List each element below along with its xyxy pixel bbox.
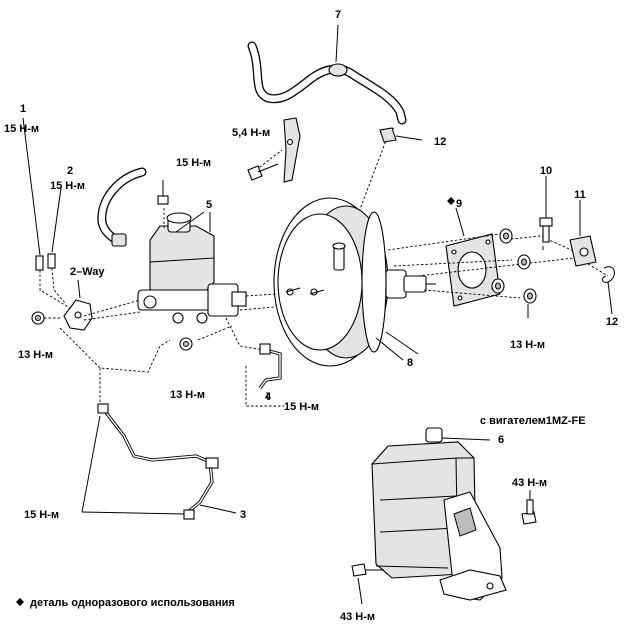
label-part-3: 3 [240, 509, 246, 521]
leader-lines [175, 211, 544, 401]
label-part-2: 2 [67, 165, 73, 177]
label-part-6-torque-top: 43 Н-м [512, 477, 547, 489]
label-part-9: 9 [456, 198, 462, 210]
brake-tube-4 [245, 343, 284, 407]
label-part-3-torque: 15 Н-м [24, 509, 59, 521]
gasket [445, 207, 501, 307]
nut-middle [179, 337, 193, 351]
brake-booster [273, 197, 436, 367]
master-cylinder [137, 212, 247, 324]
reservoir-hoses [97, 167, 169, 247]
clevis [569, 200, 597, 267]
label-bolt-torque: 5,4 Н-м [232, 127, 270, 139]
label-nut-right-torque: 13 Н-м [510, 339, 545, 351]
labels: 1 15 Н-м 2 15 Н-м 2–Way 13 Н-м 15 Н-м 5 … [4, 9, 618, 623]
label-part-6: 6 [498, 434, 504, 446]
alignment-lines-right [387, 233, 609, 299]
label-nut-middle-torque: 13 Н-м [170, 389, 205, 401]
label-part-4: 4 [265, 391, 272, 403]
one-time-use-diamond-icon [447, 197, 455, 205]
label-engine-note: с вигателем1MZ-FE [480, 415, 586, 427]
label-part-7: 7 [335, 9, 341, 21]
label-part-12-top: 12 [434, 136, 446, 148]
label-part-5: 5 [206, 199, 212, 211]
brake-lines-left [22, 117, 93, 331]
mounting-bracket [247, 117, 301, 183]
label-part-1: 1 [20, 103, 26, 115]
tank-bolts [351, 490, 537, 605]
vacuum-hose [247, 24, 407, 125]
legend-diamond-icon [16, 598, 24, 606]
label-nut-left-torque: 13 Н-м [18, 349, 53, 361]
label-part-1-torque: 15 Н-м [4, 123, 39, 135]
label-part-12-right: 12 [606, 316, 618, 328]
legend-text: деталь одноразового использования [30, 597, 235, 609]
label-master-cylinder-torque: 15 Н-м [176, 157, 211, 169]
clip-right [601, 266, 615, 315]
clip-top [379, 127, 423, 143]
legend: деталь одноразового использования [16, 197, 455, 609]
label-part-8: 8 [407, 357, 413, 369]
clevis-pin [539, 176, 553, 243]
label-part-10: 10 [540, 165, 552, 177]
label-part-6-torque-bottom: 43 Н-м [340, 611, 375, 623]
brake-tube-3 [81, 403, 237, 520]
alignment-lines-left [39, 208, 171, 408]
vacuum-tank [371, 427, 507, 601]
right-nuts [491, 228, 537, 318]
label-two-way: 2–Way [70, 266, 105, 278]
label-part-2-torque: 15 Н-м [50, 180, 85, 192]
label-part-11: 11 [574, 189, 586, 201]
label-part-4-torque: 15 Н-м [284, 401, 319, 413]
